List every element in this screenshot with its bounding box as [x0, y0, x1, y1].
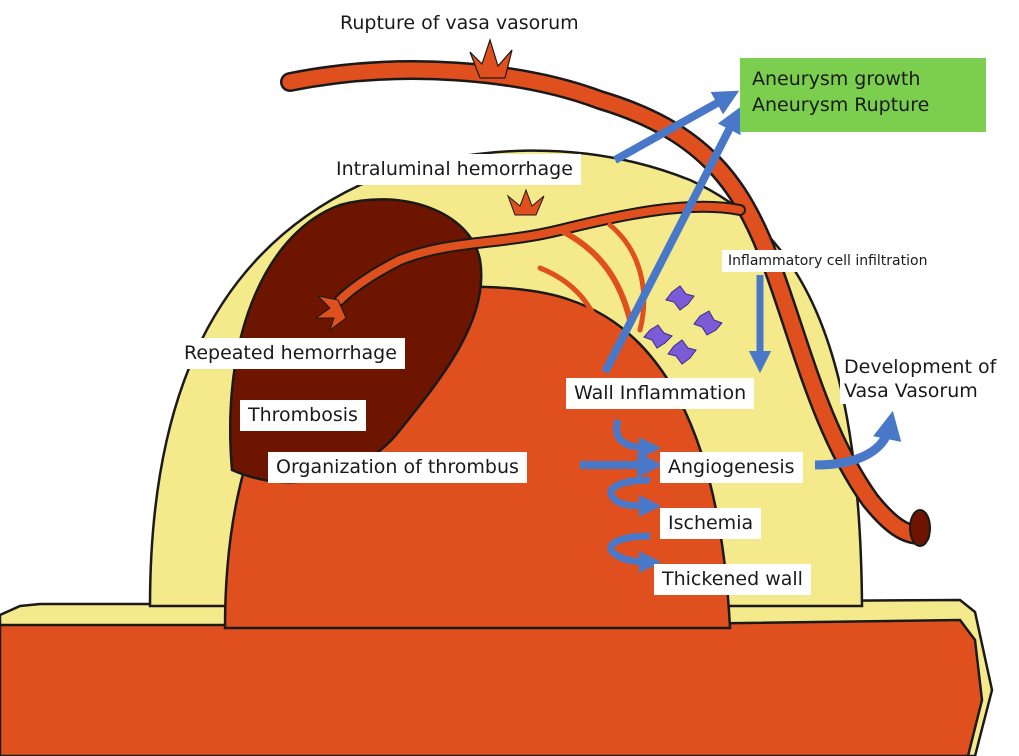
label-thrombosis: Thrombosis	[240, 400, 366, 431]
parent-artery-lumen	[0, 620, 982, 756]
label-wall-inflammation: Wall Inflammation	[566, 378, 754, 409]
label-angiogenesis: Angiogenesis	[660, 452, 803, 483]
label-development-of-vasa-vasorum: Development of Vasa Vasorum	[840, 356, 1000, 404]
label-rupture-vasa-vasorum: Rupture of vasa vasorum	[340, 12, 579, 36]
label-vasa-vasorum: Vasa Vasorum	[844, 380, 996, 404]
label-intraluminal-hemorrhage: Intraluminal hemorrhage	[328, 154, 581, 185]
label-repeated-hemorrhage: Repeated hemorrhage	[176, 338, 405, 369]
label-inflammatory-cell-infiltration: Inflammatory cell infiltration	[722, 250, 933, 272]
label-aneurysm-growth: Aneurysm growth	[752, 67, 974, 93]
label-organization-of-thrombus: Organization of thrombus	[268, 452, 527, 483]
label-ischemia: Ischemia	[660, 508, 761, 539]
label-development-of: Development of	[844, 356, 996, 380]
label-aneurysm-rupture: Aneurysm Rupture	[752, 93, 974, 119]
label-thickened-wall: Thickened wall	[654, 564, 811, 595]
vessel-cross-section	[910, 510, 930, 546]
outcome-box: Aneurysm growth Aneurysm Rupture	[740, 58, 986, 132]
